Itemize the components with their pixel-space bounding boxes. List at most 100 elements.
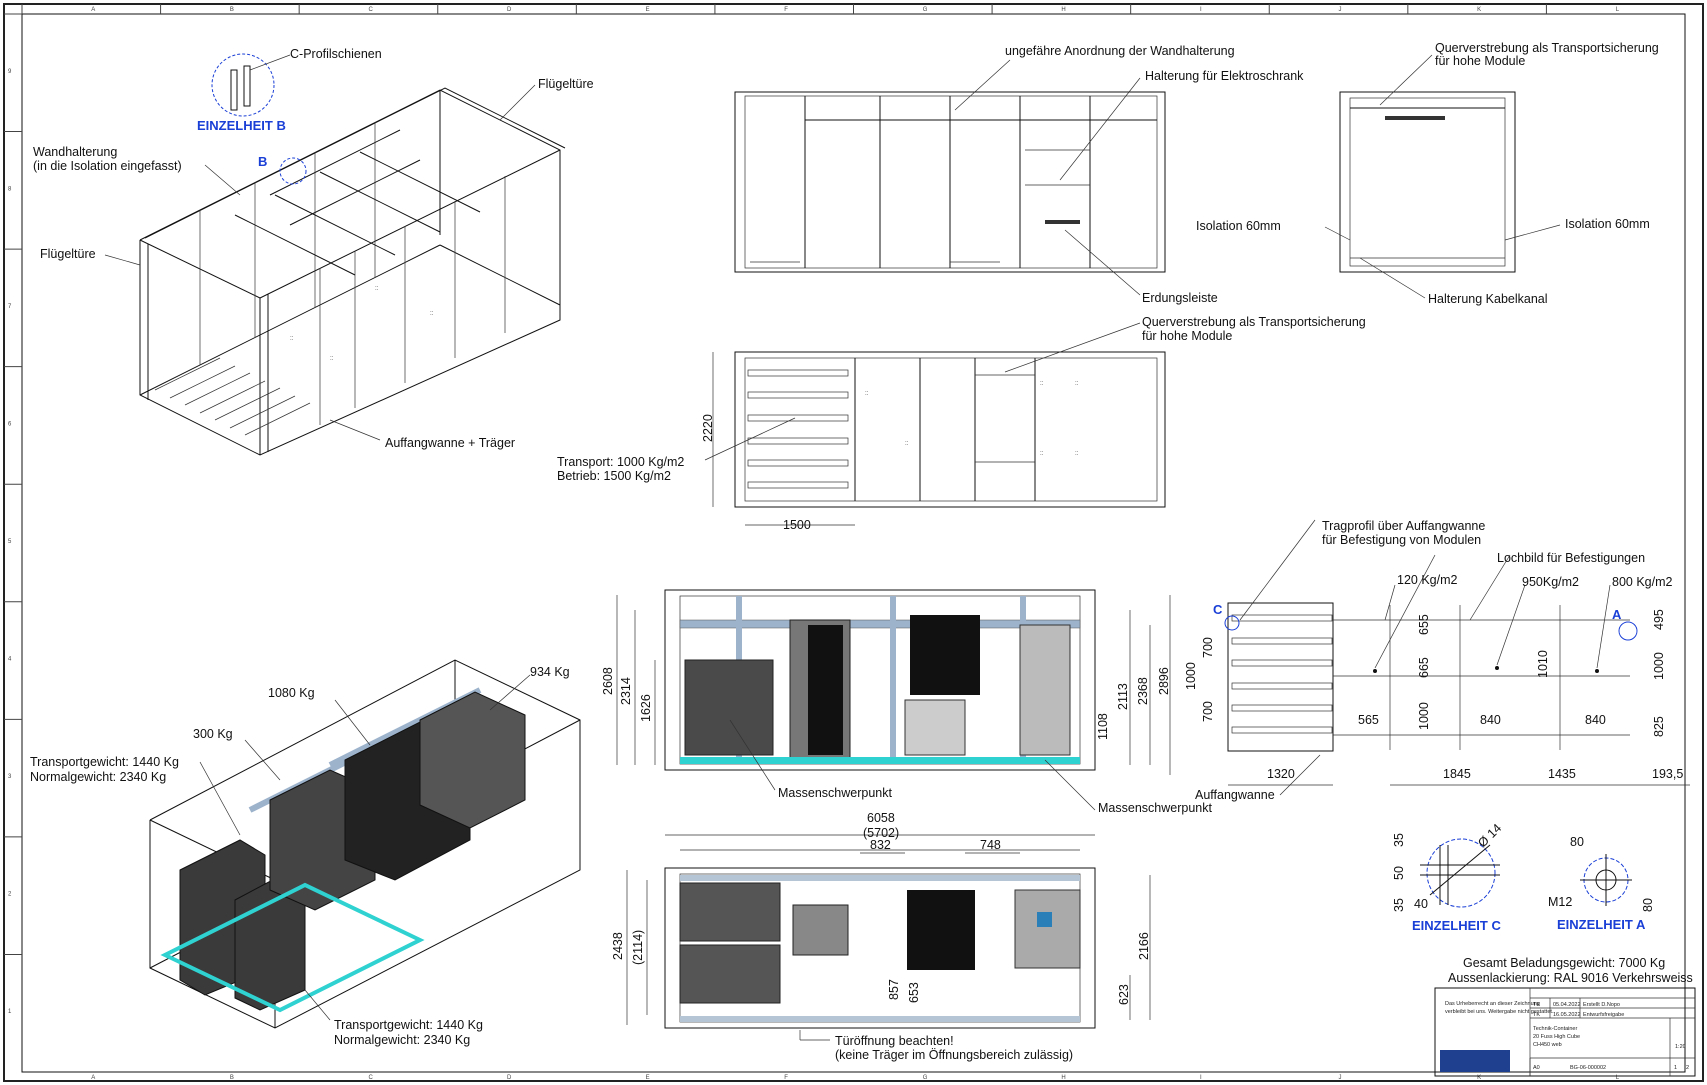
dim-748: 748: [980, 838, 1001, 852]
border-row-label: 3: [8, 774, 12, 780]
dim-832: 832: [870, 838, 891, 852]
dim-5702: (5702): [863, 826, 899, 840]
label-wandhalterung-sub: (in die Isolation eingefasst): [33, 159, 182, 173]
label-halterung-elektroschrank: Halterung für Elektroschrank: [1145, 69, 1304, 83]
dim-2114: (2114): [631, 930, 645, 965]
label-einzelheit-b: EINZELHEIT B: [197, 118, 286, 133]
side-elevation-view: [734, 91, 1166, 273]
marker-a: A: [1612, 607, 1622, 622]
border-col-label: K: [1477, 1075, 1481, 1081]
border-col-label: C: [368, 7, 373, 13]
svg-text:⁚⁚: ⁚⁚: [1040, 450, 1044, 457]
border-col-label: D: [507, 7, 512, 13]
border-col-label: B: [230, 1075, 234, 1081]
tb-r2-c: Entwurfsfreigabe: [1583, 1012, 1624, 1018]
tb-t3: CH450 web: [1533, 1042, 1562, 1048]
svg-text:⁚⁚: ⁚⁚: [290, 335, 294, 342]
label-querverstrebung-1: Querverstrebung als Transportsicherung: [1435, 41, 1659, 55]
label-ungefaehre-anordnung: ungefähre Anordnung der Wandhalterung: [1005, 44, 1235, 58]
dim-1000c: 1000: [1652, 652, 1666, 680]
iso-frame-view: ⁚⁚ ⁚⁚ ⁚⁚ ⁚⁚: [139, 53, 566, 456]
label-tragprofil-sub: für Befestigung von Modulen: [1322, 533, 1481, 547]
tb-r2-b: 16.05.2022: [1553, 1012, 1581, 1018]
border-col-label: F: [784, 1075, 788, 1081]
border-row-label: 2: [8, 892, 12, 898]
border-col-label: B: [230, 7, 234, 13]
dim-2314: 2314: [619, 677, 633, 705]
iso-loaded-view: [149, 659, 581, 1029]
tb-scale: 1:20: [1675, 1044, 1686, 1050]
label-load-950: 950Kg/m2: [1522, 575, 1579, 589]
dim-6058: 6058: [867, 811, 895, 825]
tragprofil-plan: [1224, 519, 1690, 796]
border-row-label: 8: [8, 186, 12, 192]
dim-a80b: 80: [1641, 898, 1655, 912]
border-row-label: 1: [8, 1009, 12, 1015]
border-col-label: A: [91, 1075, 95, 1081]
label-einzelheit-c: EINZELHEIT C: [1412, 918, 1501, 933]
dim-2166: 2166: [1137, 932, 1151, 960]
border-row-label: 6: [8, 421, 12, 427]
border-col-label: L: [1616, 7, 1620, 13]
detail-a: [1580, 854, 1632, 906]
dim-653: 653: [907, 982, 921, 1003]
tb-t1: Technik-Container: [1533, 1026, 1577, 1032]
dim-1626: 1626: [639, 694, 653, 722]
border-col-label: J: [1339, 1075, 1342, 1081]
label-auffangwanne-traeger: Auffangwanne + Träger: [385, 436, 515, 450]
dim-665: 665: [1417, 657, 1431, 678]
loaded-plan-view: [664, 867, 1096, 1029]
label-isolation-left: Isolation 60mm: [1196, 219, 1281, 233]
border-col-label: F: [784, 7, 788, 13]
svg-text:verbleibt bei uns. Weitergabe: verbleibt bei uns. Weitergabe nicht gest…: [1445, 1009, 1554, 1015]
border-col-label: L: [1616, 1075, 1620, 1081]
border-col-label: H: [1061, 1075, 1065, 1081]
svg-text:⁚⁚: ⁚⁚: [1075, 450, 1079, 457]
dim-193: 193,5: [1652, 767, 1683, 781]
label-fluegeltuere-top: Flügeltüre: [538, 77, 594, 91]
border-col-label: K: [1477, 7, 1481, 13]
border-col-label: E: [646, 7, 650, 13]
label-tueroeffnung: Türöffnung beachten!: [835, 1034, 954, 1048]
tb-sheet-b: 2: [1686, 1065, 1689, 1071]
label-erdungsleiste: Erdungsleiste: [1142, 291, 1218, 305]
label-gesamt: Gesamt Beladungsgewicht: 7000 Kg: [1463, 956, 1665, 970]
dim-c40: 40: [1414, 897, 1428, 911]
dim-c35b: 35: [1392, 898, 1406, 912]
svg-text:⁚⁚: ⁚⁚: [330, 355, 334, 362]
label-halterung-kabelkanal: Halterung Kabelkanal: [1428, 292, 1548, 306]
dim-1435: 1435: [1548, 767, 1576, 781]
border-col-label: E: [646, 1075, 650, 1081]
svg-text:⁚⁚: ⁚⁚: [375, 285, 379, 292]
border-col-label: D: [507, 1075, 512, 1081]
label-transport-load: Transport: 1000 Kg/m2: [557, 455, 684, 469]
dim-700a: 700: [1201, 637, 1215, 658]
label-transportgewicht-1: Transportgewicht: 1440 Kg: [30, 755, 179, 769]
dim-655: 655: [1417, 614, 1431, 635]
label-weight-934: 934 Kg: [530, 665, 570, 679]
dim-2368: 2368: [1136, 677, 1150, 705]
label-weight-1080: 1080 Kg: [268, 686, 315, 700]
title-block: Das Urheberrecht an dieser Zeichnung ver…: [1434, 987, 1696, 1077]
dim-c50: 50: [1392, 866, 1406, 880]
label-normalgewicht-2: Normalgewicht: 2340 Kg: [334, 1033, 470, 1047]
border-col-label: C: [368, 1075, 373, 1081]
svg-text:⁚⁚: ⁚⁚: [1040, 380, 1044, 387]
dim-2896: 2896: [1157, 667, 1171, 695]
end-view: [1339, 91, 1516, 273]
label-transportgewicht-2: Transportgewicht: 1440 Kg: [334, 1018, 483, 1032]
svg-text:Das Urheberrecht an dieser Zei: Das Urheberrecht an dieser Zeichnung: [1445, 1001, 1540, 1007]
dim-1000a: 1000: [1184, 662, 1198, 690]
dim-825: 825: [1652, 716, 1666, 737]
label-wandhalterung: Wandhalterung: [33, 145, 117, 159]
dim-2113: 2113: [1116, 683, 1130, 710]
plan-view: ⁚⁚ ⁚⁚ ⁚⁚ ⁚⁚ ⁚⁚ ⁚⁚: [712, 351, 1166, 526]
detail-c: [1420, 838, 1500, 908]
label-betrieb-load: Betrieb: 1500 Kg/m2: [557, 469, 671, 483]
label-einzelheit-a: EINZELHEIT A: [1557, 917, 1646, 932]
dim-1320: 1320: [1267, 767, 1295, 781]
tb-sheet-a: 1: [1674, 1065, 1677, 1071]
dim-c35a: 35: [1392, 833, 1406, 847]
svg-text:⁚⁚: ⁚⁚: [430, 310, 434, 317]
